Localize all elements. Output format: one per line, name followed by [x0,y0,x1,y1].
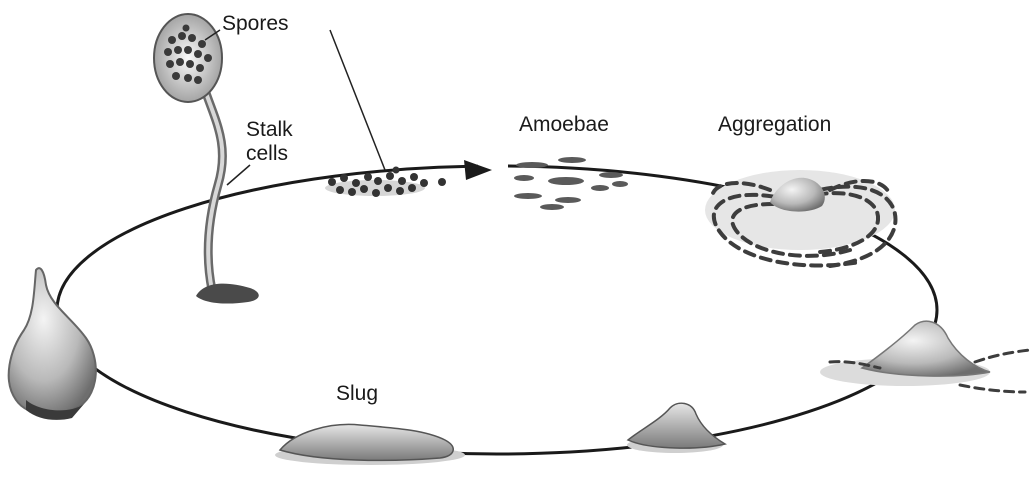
stalk-base [196,284,259,304]
slug-small [627,403,725,453]
amoebae-cells [514,157,628,210]
aggregation-mound [705,170,895,266]
spores-to-released-line [330,30,385,170]
stalk-leader-line [227,165,250,185]
label-stalk: Stalk [246,118,293,142]
slug-large [275,424,465,465]
label-cells: cells [246,142,288,166]
label-amoebae: Amoebae [519,113,609,137]
fruiting-body [154,14,259,304]
culminant [9,268,96,420]
label-slug: Slug [336,382,378,406]
mound-right [820,321,1030,392]
label-spores: Spores [222,12,289,36]
label-aggregation: Aggregation [718,113,831,137]
